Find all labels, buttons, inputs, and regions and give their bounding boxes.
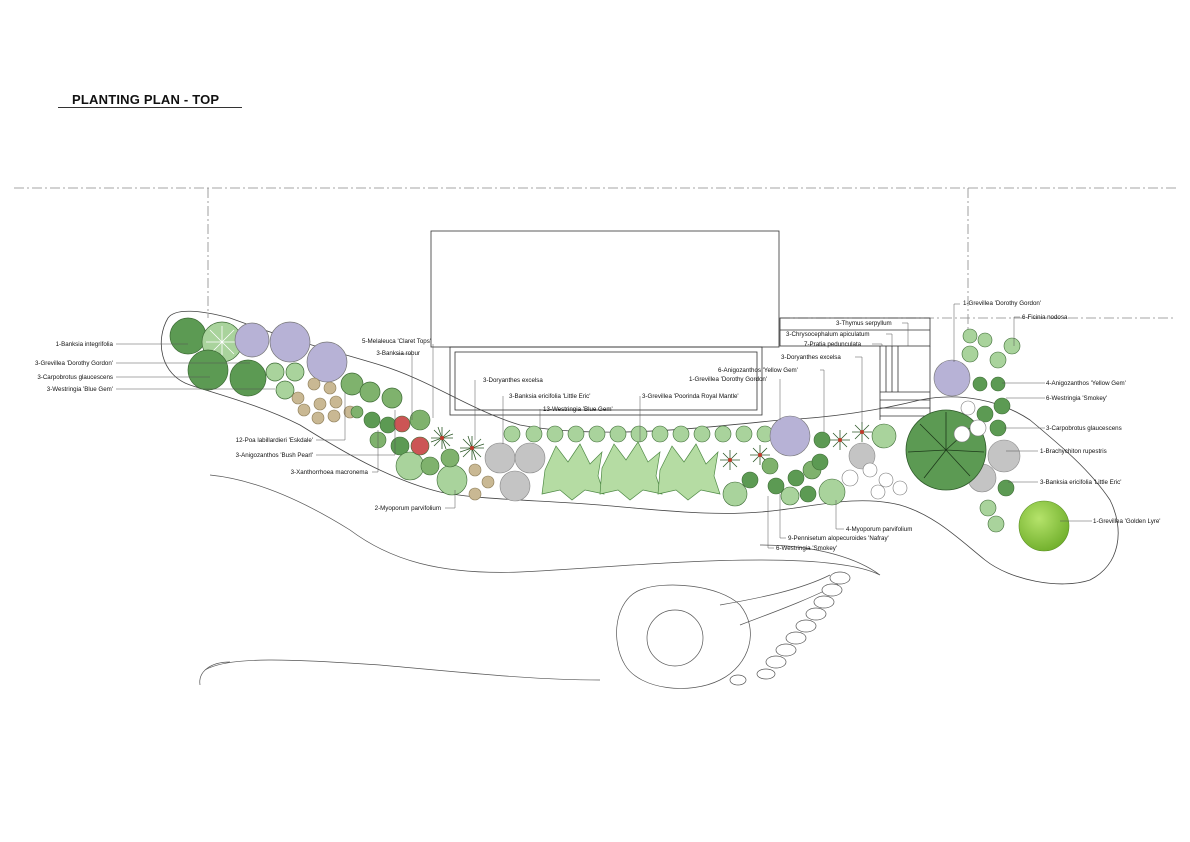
westringia-blue-gem-symbol: [275, 380, 295, 400]
label-anigozanthos-yellow-gem-right: 4-Anigozanthos 'Yellow Gem': [1046, 380, 1126, 387]
westringia-blue-gem-symbol: [265, 362, 285, 382]
label-carpobrotus-right: 3-Carpobrotus glaucescens: [1046, 425, 1122, 432]
label-banksia-robur: 3-Banksia robur: [376, 350, 420, 357]
plants-right-column: [933, 328, 1070, 552]
lawn-and-pond-lines: [199, 474, 881, 689]
label-doryanthes-left: 3-Doryanthes excelsa: [483, 377, 543, 384]
label-grevillea-dorothy-gordon-mid: 1-Grevillea 'Dorothy Gordon': [689, 376, 767, 383]
leader-lines: [116, 303, 1092, 549]
spiky-plants: [430, 422, 872, 470]
label-thymus: 3-Thymus serpyllum: [836, 320, 892, 327]
label-grevillea-dorothy-gordon-left: 3-Grevillea 'Dorothy Gordon': [35, 360, 113, 367]
label-grevillea-dorothy-gordon-right: 1-Grevillea 'Dorothy Gordon': [963, 300, 1041, 307]
banksia-ericifolia-group: [484, 439, 1021, 502]
house-outline: [430, 230, 931, 420]
poa-labillardieri-group: [291, 377, 495, 501]
plants-left-cluster: [169, 317, 403, 409]
label-ficinia: 6-Ficinia nodosa: [1022, 314, 1068, 321]
westringia-row: [503, 425, 774, 443]
label-westringia-blue-gem-left: 3-Westringia 'Blue Gem': [47, 386, 113, 393]
plan-title: PLANTING PLAN - TOP: [72, 92, 220, 107]
label-carpobrotus-left: 3-Carpobrotus glaucescens: [37, 374, 113, 381]
banksia-robur-symbol: [359, 381, 381, 403]
grevillea-golden-lyre-symbol: [1018, 500, 1070, 552]
plants-right-middle: [722, 415, 908, 507]
label-xanthorrhoea: 3-Xanthorrhoea macronema: [291, 469, 369, 476]
label-myoporum-right: 4-Myoporum parvifolium: [846, 526, 912, 533]
label-melaleuca-claret-tops: 5-Melaleuca 'Claret Tops': [362, 338, 431, 345]
grevillea-royal-mantle-group: [541, 441, 721, 501]
label-chrysocephalum: 3-Chrysocephalum apiculatum: [786, 331, 870, 338]
label-brachychiton: 1-Brachychiton rupestris: [1040, 448, 1107, 455]
label-banksia-ericifolia-mid: 3-Banksia ericifolia 'Little Eric': [509, 393, 590, 400]
label-westringia-smokey-right: 6-Westringia 'Smokey': [1046, 395, 1107, 402]
title-underline: [58, 107, 242, 108]
label-pratia: 7-Pratia pedunculata: [804, 341, 862, 348]
label-myoporum-left: 2-Myoporum parvifolium: [375, 505, 441, 512]
westringia-blue-gem-symbol: [285, 362, 305, 382]
label-anigozanthos-yellow-gem-mid: 6-Anigozanthos 'Yellow Gem': [718, 367, 798, 374]
label-pennisetum: 9-Pennisetum alopecuroides 'Nafray': [788, 535, 889, 542]
grevillea-dorothy-gordon-symbol: [306, 341, 348, 383]
grevillea-dorothy-gordon-symbol: [269, 321, 311, 363]
boundary-lines: [14, 187, 1176, 330]
plant-labels: 1-Banksia integrifolia 3-Grevillea 'Doro…: [35, 300, 1161, 552]
label-banksia-integrifolia: 1-Banksia integrifolia: [56, 341, 114, 348]
carpobrotus-symbol: [229, 359, 267, 397]
label-grevillea-royal-mantle: 3-Grevillea 'Poorinda Royal Mantle': [642, 393, 739, 400]
banksia-robur-symbol: [381, 387, 403, 409]
mid-bed-plants: [350, 405, 468, 496]
steps: [879, 346, 931, 420]
label-poa-labillardieri: 12-Poa labillardieri 'Eskdale': [236, 437, 313, 444]
banksia-robur-symbol: [340, 372, 364, 396]
carpobrotus-symbol: [187, 349, 229, 391]
label-grevillea-golden-lyre: 1-Grevillea 'Golden Lyre': [1093, 518, 1160, 525]
garden-bed-outline: [160, 310, 1119, 585]
label-westringia-blue-gem-row: 13-Westringia 'Blue Gem': [543, 406, 613, 413]
label-doryanthes-right: 3-Doryanthes excelsa: [781, 354, 841, 361]
label-westringia-smokey-mid: 6-Westringia 'Smokey': [776, 545, 837, 552]
grevillea-dorothy-gordon-symbol: [234, 322, 270, 358]
stepping-stones: [729, 571, 851, 686]
label-anigozanthos-bush-pearl: 3-Anigozanthos 'Bush Pearl': [236, 452, 313, 459]
label-banksia-ericifolia-right: 3-Banksia ericifolia 'Little Eric': [1040, 479, 1121, 486]
